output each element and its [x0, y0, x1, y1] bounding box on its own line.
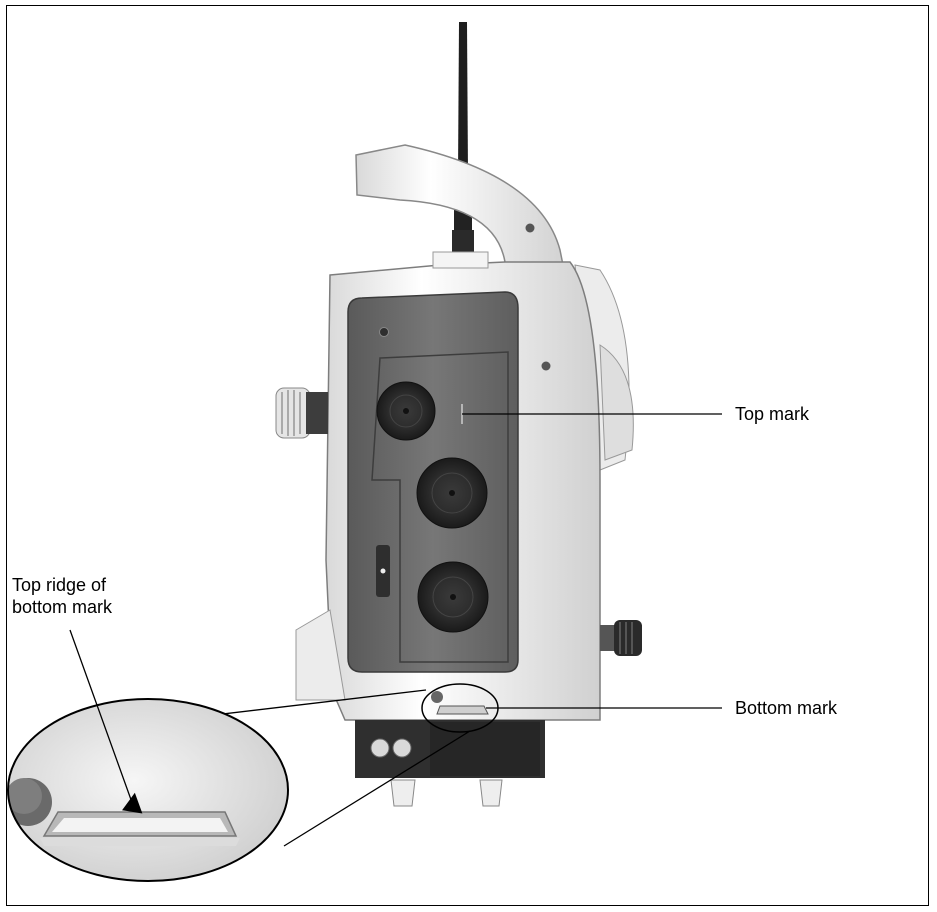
top-mark-label: Top mark [735, 404, 810, 424]
zoom-detail [7, 698, 289, 882]
right-tangent-knob [600, 620, 642, 656]
zoom-line-lower [283, 730, 471, 847]
button-middle [416, 457, 488, 529]
top-ridge-label: Top ridge of bottom mark [12, 575, 113, 617]
base [355, 720, 545, 807]
top-ridge-arrow [69, 629, 143, 814]
button-top [376, 381, 436, 441]
button-bottom [417, 561, 489, 633]
bottom-mark-graphic [431, 691, 489, 715]
bottom-mark-label: Bottom mark [735, 698, 838, 718]
left-focus-knob [275, 387, 328, 439]
antenna [452, 22, 474, 260]
